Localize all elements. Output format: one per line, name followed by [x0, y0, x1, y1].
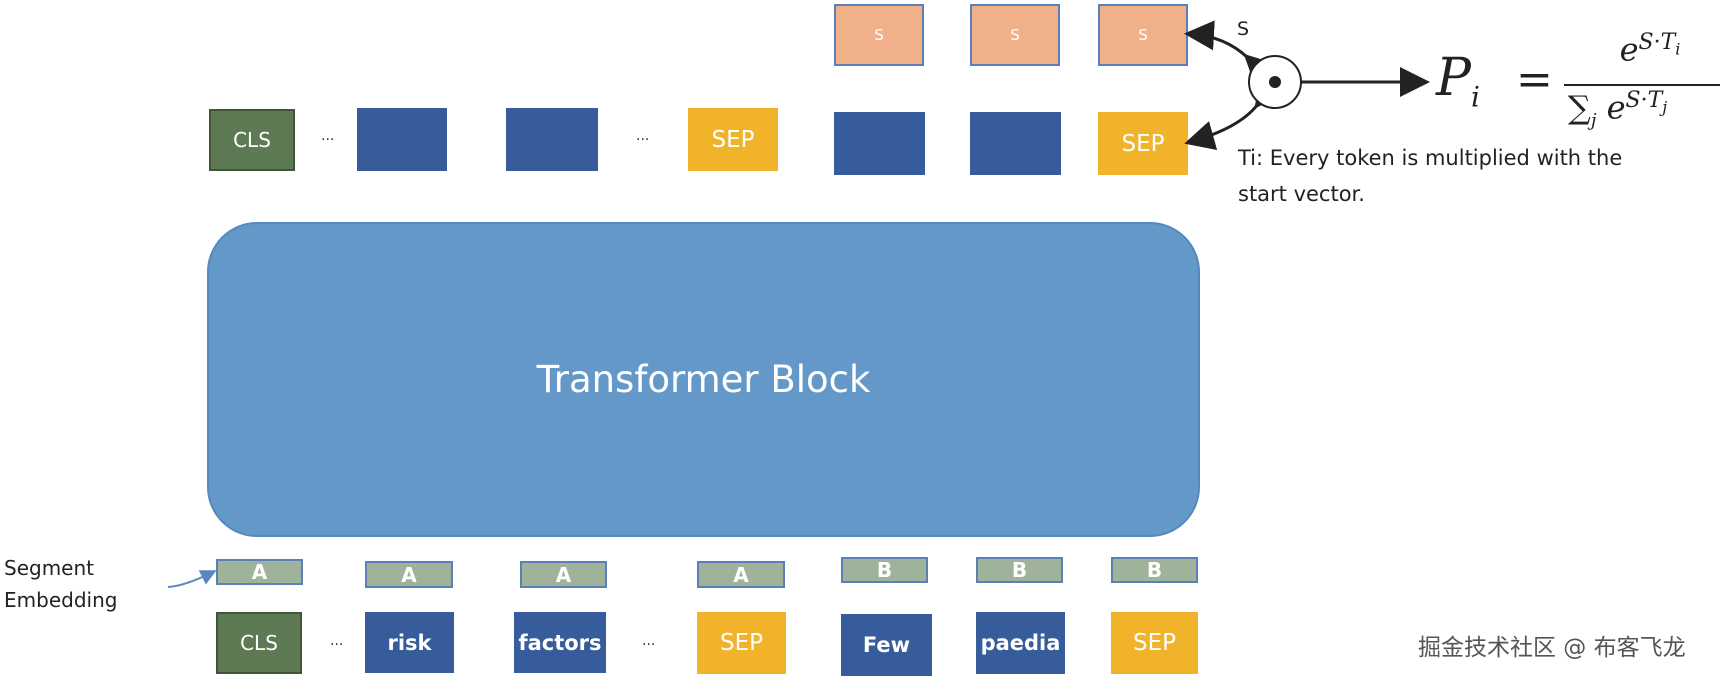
start-vector-label: S [874, 26, 884, 44]
token-label: SEP [711, 126, 755, 153]
segment-a-4: A [697, 561, 785, 588]
input-token-cls: CLS [216, 612, 302, 674]
input-ellipsis-2: ... [642, 633, 656, 649]
arrow-sep-to-dot [1184, 75, 1285, 150]
output-token-sep-1: SEP [688, 108, 778, 171]
formula-lhs: Pi [1436, 48, 1480, 114]
start-vector-1: S [834, 4, 924, 66]
output-ellipsis-1: ... [321, 128, 335, 144]
input-token-risk: risk [365, 612, 454, 673]
start-vector-label: S [1138, 26, 1148, 44]
input-token-few: Few [841, 614, 932, 676]
s-arrow-label: S [1237, 18, 1250, 40]
softmax-formula: Pi = eS·Ti ∑j eS·Tj [1420, 20, 1720, 140]
formula-denominator: ∑j eS·Tj [1568, 88, 1668, 132]
segment-b-3: B [1111, 557, 1198, 583]
segment-embedding-label-line2: Embedding [4, 588, 118, 612]
ti-note-line1: Ti: Every token is multiplied with the [1238, 146, 1623, 170]
transformer-label: Transformer Block [536, 358, 871, 401]
segment-a-2: A [365, 561, 453, 588]
segment-b-2: B [976, 557, 1063, 583]
dot-product-icon [1269, 76, 1281, 88]
output-ellipsis-2: ... [636, 128, 650, 144]
start-vector-2: S [970, 4, 1060, 66]
output-token-blue-1 [357, 108, 447, 171]
formula-numerator: eS·Ti [1619, 30, 1681, 69]
watermark-text: 掘金技术社区 @ 布客飞龙 [1418, 635, 1686, 661]
transformer-block: Transformer Block [207, 222, 1200, 537]
token-label: CLS [233, 128, 271, 152]
output-token-blue-4 [970, 112, 1061, 175]
segment-a-1: A [216, 559, 303, 585]
output-token-sep-2: SEP [1098, 112, 1188, 175]
input-token-paedia: paedia [976, 612, 1065, 674]
segment-a-3: A [520, 561, 607, 588]
input-token-sep-1: SEP [697, 612, 786, 674]
input-token-factors: factors [514, 612, 606, 673]
input-token-sep-2: SEP [1111, 612, 1198, 674]
arrow-s-to-dot [1184, 20, 1276, 86]
output-token-blue-2 [506, 108, 598, 171]
formula-fraction-bar [1564, 84, 1720, 86]
segment-embedding-label-line1: Segment [4, 556, 94, 580]
segment-pointer-arrow [167, 570, 217, 588]
output-token-cls: CLS [209, 109, 295, 171]
ti-note-line2: start vector. [1238, 182, 1365, 206]
start-vector-label: S [1010, 26, 1020, 44]
token-label: SEP [1121, 130, 1165, 157]
input-ellipsis-1: ... [330, 633, 344, 649]
segment-b-1: B [841, 557, 928, 583]
output-token-blue-3 [834, 112, 925, 175]
formula-equals: = [1516, 54, 1553, 105]
